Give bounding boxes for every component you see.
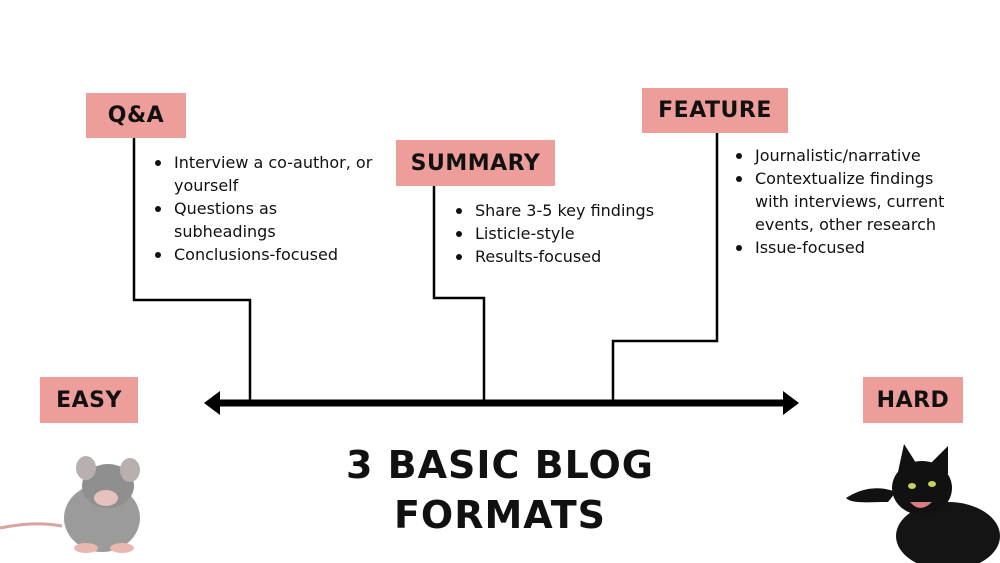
qa-bullet-2: Questions as subheadings	[152, 197, 374, 243]
diagram-title: 3 BASIC BLOG FORMATS	[280, 440, 720, 540]
difficulty-arrow-right-head	[783, 391, 799, 415]
feature-bullet-3: Issue-focused	[733, 236, 948, 259]
qa-bullet-1: Interview a co-author, or yourself	[152, 151, 374, 197]
feature-bullet-2: Contextualize findings with interviews, …	[733, 167, 948, 236]
title-line-1: 3 BASIC BLOG	[280, 440, 720, 490]
mouse-icon	[0, 440, 170, 560]
easy-label: EASY	[40, 377, 138, 423]
qa-bullet-3: Conclusions-focused	[152, 243, 374, 266]
qa-label: Q&A	[86, 93, 186, 138]
title-line-2: FORMATS	[280, 490, 720, 540]
summary-bullet-1: Share 3-5 key findings	[453, 199, 693, 222]
hard-label: HARD	[863, 377, 963, 423]
cat-icon	[838, 440, 1000, 563]
summary-bullet-3: Results-focused	[453, 245, 693, 268]
feature-label: FEATURE	[642, 88, 788, 133]
feature-bullets: Journalistic/narrative Contextualize fin…	[733, 144, 948, 259]
summary-bullets: Share 3-5 key findings Listicle-style Re…	[453, 199, 693, 268]
summary-label: SUMMARY	[396, 140, 555, 186]
qa-bullets: Interview a co-author, or yourself Quest…	[152, 151, 374, 266]
summary-bullet-2: Listicle-style	[453, 222, 693, 245]
feature-bullet-1: Journalistic/narrative	[733, 144, 948, 167]
difficulty-arrow-left-head	[204, 391, 220, 415]
